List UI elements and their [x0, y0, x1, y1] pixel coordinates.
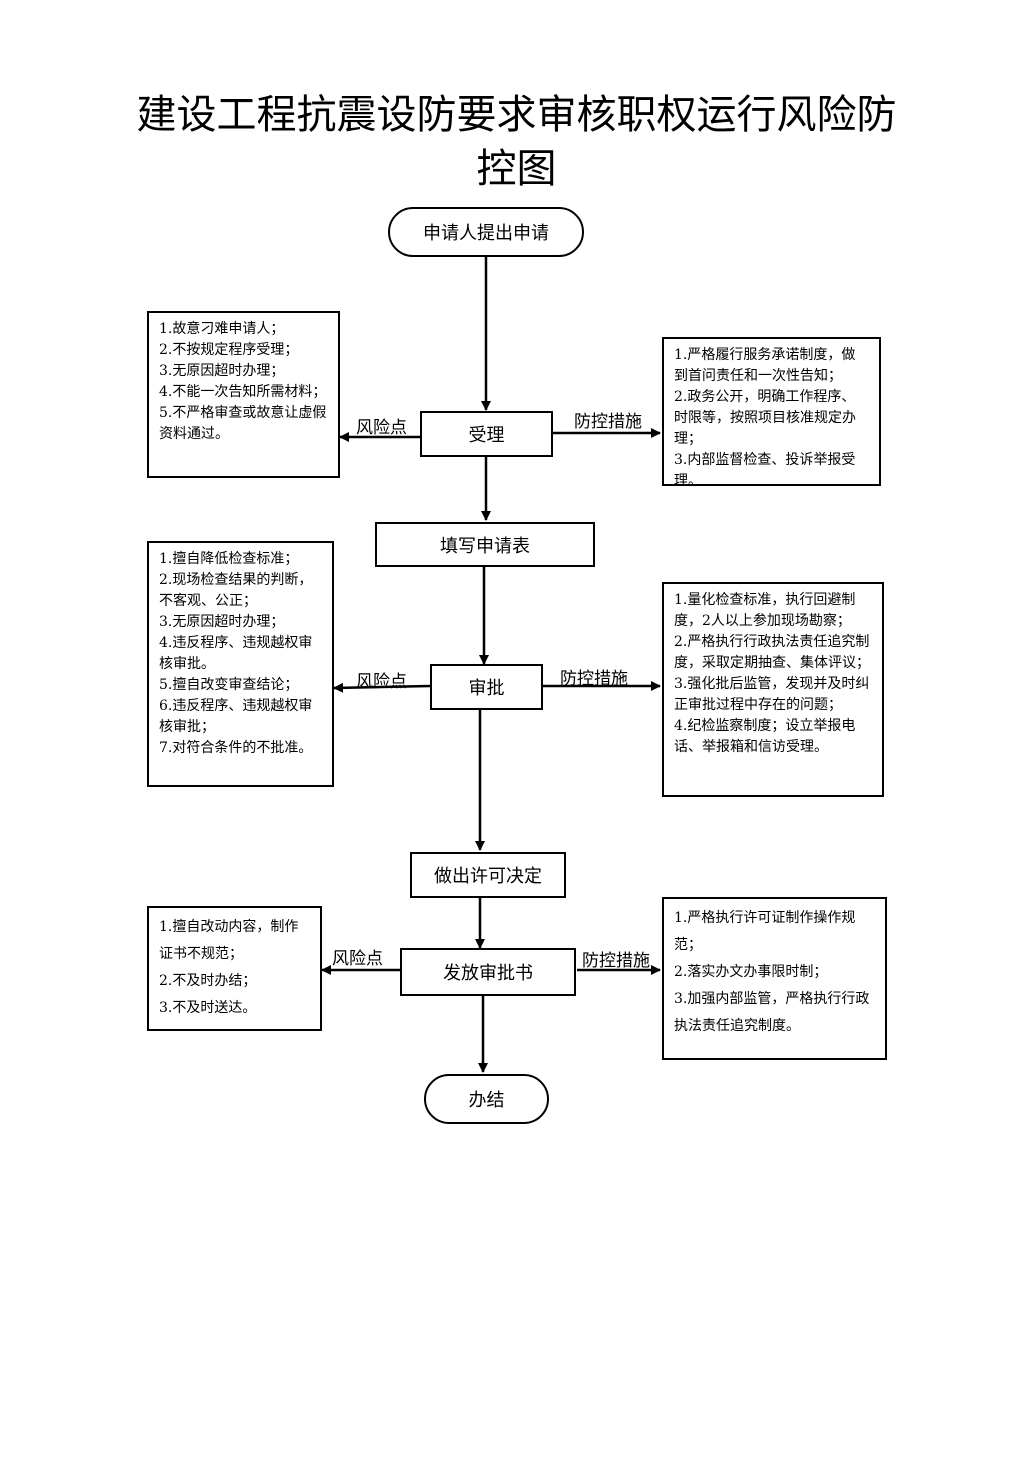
risk-label-approve: 风险点: [356, 672, 407, 692]
risk-box-approve: 1.擅自降低检查标准； 2.现场检查结果的判断，不客观、公正； 3.无原因超时办…: [147, 541, 334, 787]
control-item: 1.严格执行许可证制作操作规范；: [674, 910, 856, 953]
accept-label: 受理: [468, 425, 505, 446]
risk-item: 4.违反程序、违规越权审核审批。: [159, 635, 313, 672]
control-item: 4.纪检监察制度；设立举报电话、举报箱和信访受理。: [674, 718, 856, 755]
control-item: 1.严格履行服务承诺制度，做到首问责任和一次性告知；: [674, 347, 856, 384]
issue-label: 发放审批书: [443, 963, 533, 984]
control-box-issue: 1.严格执行许可证制作操作规范； 2.落实办文办事限时制； 3.加强内部监管，严…: [662, 897, 887, 1060]
control-label-issue: 防控措施: [582, 951, 650, 971]
risk-item: 2.不及时办结；: [159, 973, 257, 989]
risk-item: 3.无原因超时办理；: [159, 363, 285, 379]
risk-box-accept: 1.故意刁难申请人； 2.不按规定程序受理； 3.无原因超时办理； 4.不能一次…: [147, 311, 340, 478]
control-item: 3.加强内部监管，严格执行行政执法责任追究制度。: [674, 991, 870, 1034]
issue-node: 发放审批书: [400, 948, 576, 996]
accept-node: 受理: [420, 411, 553, 457]
control-item: 2.严格执行行政执法责任追究制度，采取定期抽查、集体评议；: [674, 634, 870, 671]
control-item: 3.内部监督检查、投诉举报受理。: [674, 452, 856, 489]
decision-node: 做出许可决定: [410, 852, 566, 898]
risk-item: 3.无原因超时办理；: [159, 614, 285, 630]
page-title: 建设工程抗震设防要求审核职权运行风险防 控图: [100, 88, 933, 196]
control-label-approve: 防控措施: [560, 669, 628, 689]
risk-label-issue: 风险点: [332, 949, 383, 969]
risk-item: 2.现场检查结果的判断，不客观、公正；: [159, 572, 313, 609]
title-line-1: 建设工程抗震设防要求审核职权运行风险防: [136, 92, 897, 138]
risk-item: 6.违反程序、违规越权审核审批；: [159, 698, 313, 735]
risk-item: 3.不及时送达。: [159, 1000, 257, 1016]
control-label-accept: 防控措施: [574, 412, 642, 432]
end-label: 办结: [468, 1090, 505, 1111]
control-item: 1.量化检查标准，执行回避制度，2人以上参加现场勘察；: [674, 592, 856, 629]
control-box-accept: 1.严格履行服务承诺制度，做到首问责任和一次性告知； 2.政务公开，明确工作程序…: [662, 337, 881, 489]
control-item: 2.落实办文办事限时制；: [674, 964, 828, 980]
risk-label-accept: 风险点: [356, 418, 407, 438]
arrow-approve-risk: [333, 682, 431, 693]
risk-box-issue: 1.擅自改动内容，制作证书不规范； 2.不及时办结； 3.不及时送达。: [147, 906, 322, 1031]
risk-item: 1.擅自降低检查标准；: [159, 551, 299, 567]
risk-item: 1.故意刁难申请人；: [159, 321, 285, 337]
fill-form-label: 填写申请表: [440, 535, 530, 557]
end-node: 办结: [424, 1074, 549, 1124]
start-node: 申请人提出申请: [388, 207, 584, 257]
control-box-approve: 1.量化检查标准，执行回避制度，2人以上参加现场勘察； 2.严格执行行政执法责任…: [662, 582, 884, 797]
risk-item: 2.不按规定程序受理；: [159, 342, 299, 358]
risk-item: 1.擅自改动内容，制作证书不规范；: [159, 919, 299, 962]
risk-item: 5.不严格审查或故意让虚假资料通过。: [159, 405, 327, 442]
control-item: 2.政务公开，明确工作程序、时限等，按照项目核准规定办理；: [674, 389, 856, 447]
decision-label: 做出许可决定: [434, 866, 542, 887]
fill-form-node: 填写申请表: [375, 522, 595, 567]
approve-label: 审批: [468, 678, 505, 699]
approve-node: 审批: [430, 664, 543, 710]
title-line-2: 控图: [476, 146, 557, 192]
risk-item: 4.不能一次告知所需材料；: [159, 384, 327, 400]
control-item: 3.强化批后监管，发现并及时纠正审批过程中存在的问题；: [674, 676, 870, 713]
risk-item: 5.擅自改变审查结论；: [159, 677, 299, 693]
risk-item: 7.对符合条件的不批准。: [159, 740, 313, 756]
start-label: 申请人提出申请: [423, 223, 549, 244]
